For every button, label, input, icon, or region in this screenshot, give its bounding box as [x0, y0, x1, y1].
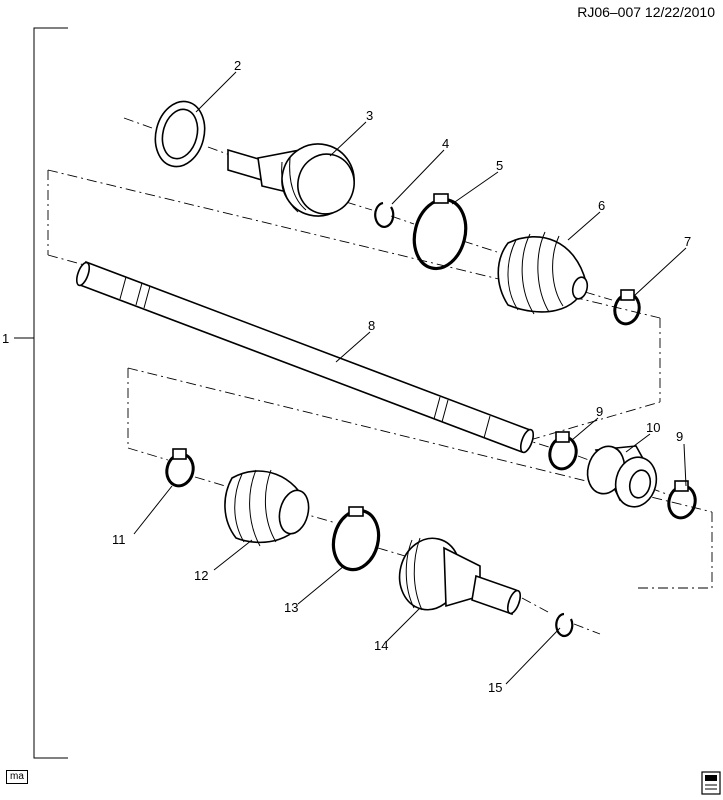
reference-code: RJ06–007 12/22/2010 — [577, 4, 715, 20]
callout-9b: 9 — [676, 429, 683, 444]
callout-10: 10 — [646, 420, 660, 435]
callout-12: 12 — [194, 568, 208, 583]
part-7-clamp — [613, 289, 641, 326]
gm-spo-logo-icon — [701, 771, 721, 795]
part-4-snap-ring — [374, 201, 395, 228]
part-2-seal — [154, 100, 206, 168]
callout-2: 2 — [234, 58, 241, 73]
callout-1: 1 — [2, 331, 9, 346]
part-13-clamp — [331, 506, 381, 572]
part-8-axle-shaft — [75, 260, 535, 454]
part-11-clamp — [165, 448, 195, 488]
callout-5: 5 — [496, 158, 503, 173]
part-3-outer-joint — [227, 143, 355, 217]
callout-9a: 9 — [596, 404, 603, 419]
part-6-outer-boot — [497, 231, 589, 315]
callout-8: 8 — [368, 318, 375, 333]
callout-13: 13 — [284, 600, 298, 615]
callout-7: 7 — [684, 234, 691, 249]
part-5-clamp — [412, 193, 468, 271]
callout-11: 11 — [112, 532, 126, 547]
part-9-clamp-b — [667, 480, 697, 520]
callout-3: 3 — [366, 108, 373, 123]
callout-labels: 1 2 3 4 5 6 7 8 9 10 9 11 12 13 14 15 — [2, 58, 691, 695]
callout-15: 15 — [488, 680, 502, 695]
assembly-bracket — [33, 27, 68, 759]
part-10-tripod-housing — [586, 445, 658, 508]
callout-6: 6 — [598, 198, 605, 213]
callout-14: 14 — [374, 638, 388, 653]
part-14-inner-joint — [398, 537, 522, 616]
leader-lines — [133, 71, 687, 685]
source-badge: ma — [6, 770, 28, 784]
part-15-snap-ring — [555, 612, 574, 638]
part-9-clamp-a — [548, 431, 578, 471]
callout-4: 4 — [442, 136, 449, 151]
part-12-inner-boot — [224, 469, 310, 547]
